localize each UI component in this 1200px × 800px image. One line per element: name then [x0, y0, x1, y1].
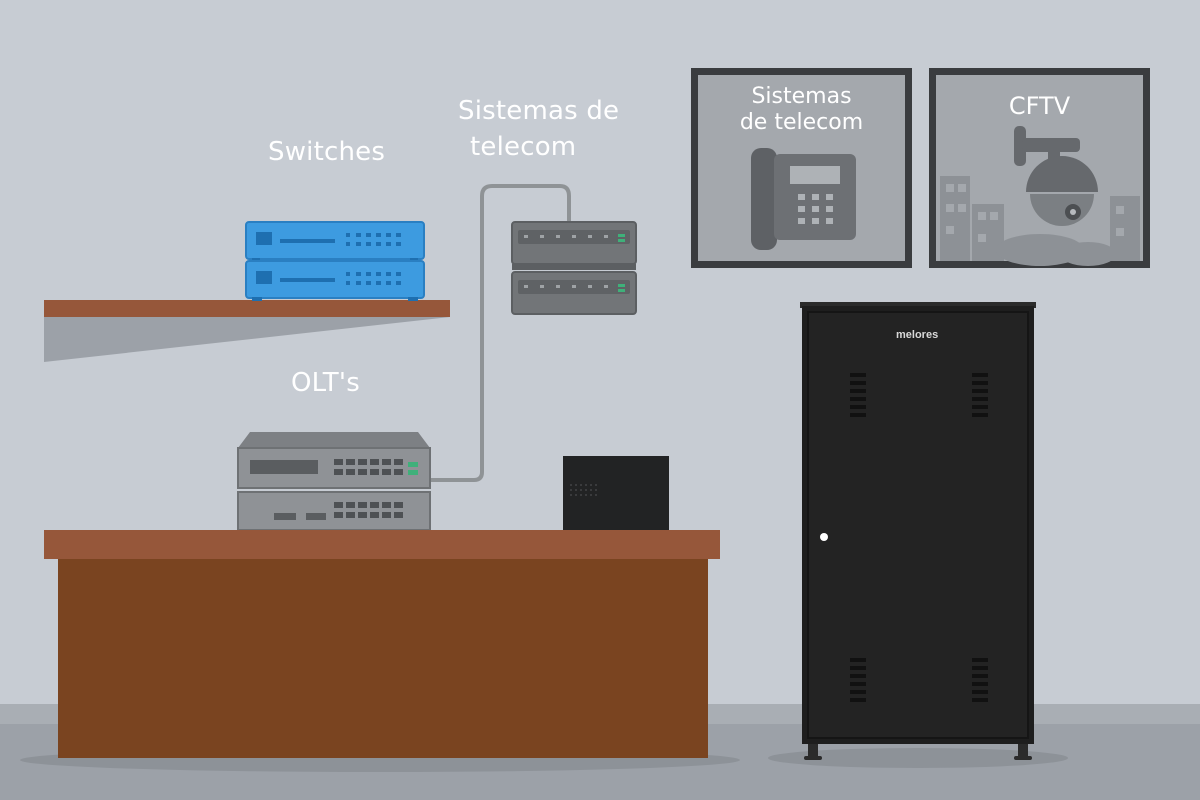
black-box-device — [563, 456, 669, 530]
network-cable — [430, 184, 571, 482]
switches-label: Switches — [268, 137, 386, 167]
olt-stack — [237, 432, 431, 531]
cabinet-shadow — [768, 748, 1068, 768]
cftv-panel-title: CFTV — [1008, 92, 1071, 120]
switches-stack — [245, 221, 425, 301]
olts-label: OLT's — [291, 368, 360, 398]
telecom-panel-title: Sistemas de telecom — [698, 84, 905, 137]
server-cabinet — [800, 302, 1036, 760]
cctv-dome-camera-icon — [1014, 126, 1098, 226]
desk-phone-icon — [751, 148, 856, 250]
telecom-panel-title-line2: de telecom — [739, 110, 864, 136]
desk — [44, 530, 720, 758]
cabinet-brand-logo: melores — [896, 329, 939, 341]
telecom-panel — [691, 68, 912, 268]
telecom-label-line2: telecom — [470, 132, 577, 162]
telecom-panel-title-line1: Sistemas — [751, 84, 852, 109]
cftv-panel — [929, 68, 1150, 268]
cabinet-door-handle[interactable] — [820, 533, 828, 541]
telecom-label-line1: Sistemas de — [458, 96, 620, 126]
city-skyline — [940, 176, 1140, 266]
telecom-switches-stack — [511, 221, 637, 315]
wall-shelf — [44, 300, 450, 362]
cabinet-vents — [850, 373, 988, 702]
